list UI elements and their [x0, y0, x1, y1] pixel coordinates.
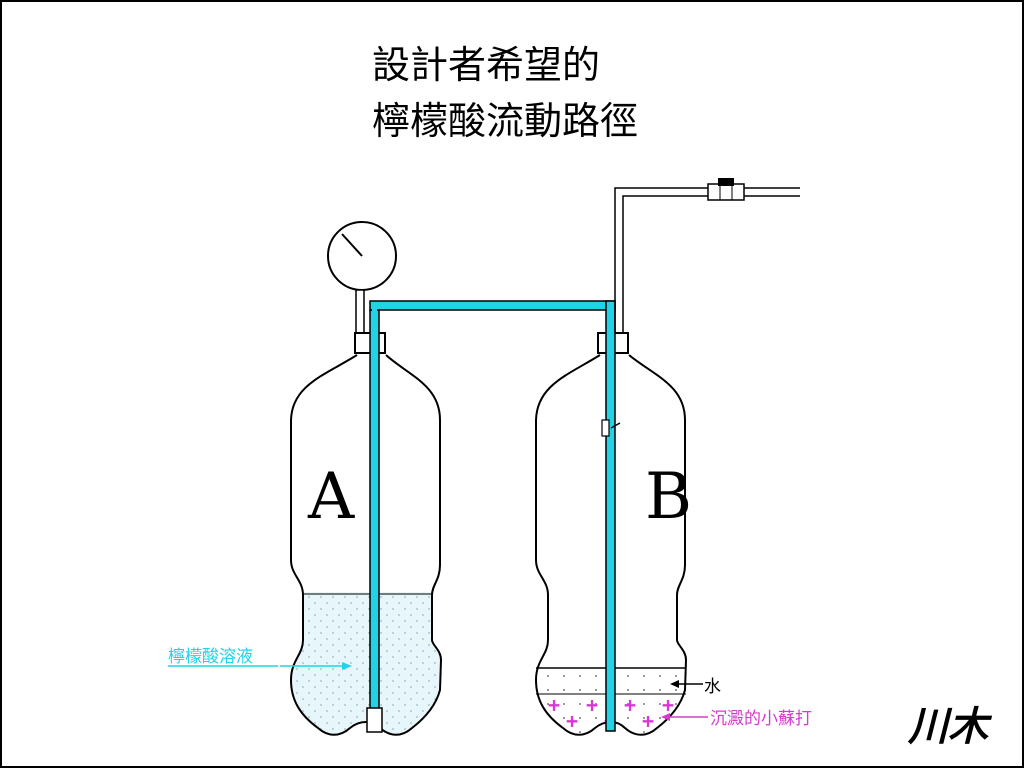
svg-text:+: +	[586, 693, 598, 717]
svg-text:+: +	[566, 709, 578, 733]
water-label: 水	[704, 677, 721, 697]
svg-text:+: +	[642, 709, 654, 733]
bottle-a: A	[289, 332, 443, 736]
valve-icon	[707, 178, 745, 201]
baking-soda-arrow	[661, 713, 708, 721]
citric-solution-liquid	[291, 592, 441, 735]
tube-a-end	[366, 707, 383, 733]
svg-text:+: +	[662, 693, 674, 717]
citric-solution-label: 檸檬酸溶液	[168, 647, 253, 667]
bottle-a-label: A	[307, 460, 355, 534]
svg-text:+: +	[548, 693, 560, 717]
title-line-2: 檸檬酸流動路徑	[372, 99, 638, 143]
pressure-gauge-icon	[327, 221, 397, 336]
svg-text:+: +	[624, 693, 636, 717]
bottle-a-outline	[289, 354, 443, 736]
baking-soda-label: 沉澱的小蘇打	[710, 709, 812, 729]
citric-solution-arrow	[280, 662, 352, 670]
water-arrow	[670, 680, 703, 688]
author-signature: 川木	[907, 703, 993, 750]
title-line-1: 設計者希望的	[372, 43, 600, 87]
citric-acid-tube	[369, 300, 616, 732]
gas-outlet-tube	[614, 187, 800, 334]
side-nozzle-icon	[601, 419, 621, 437]
bottle-b-label: B	[645, 460, 692, 534]
